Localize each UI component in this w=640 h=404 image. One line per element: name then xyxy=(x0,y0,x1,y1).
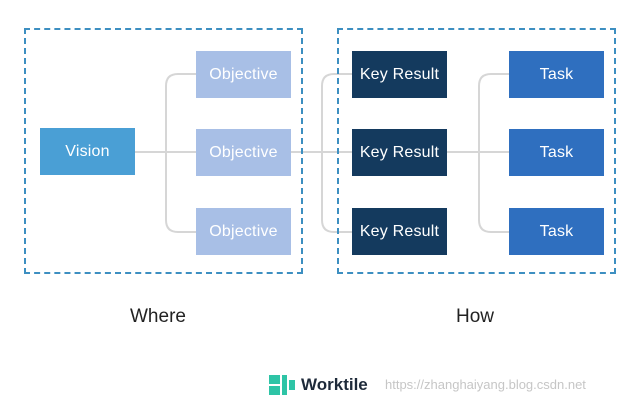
where-caption: Where xyxy=(130,306,186,327)
task-node: Task xyxy=(509,51,604,98)
objective-node: Objective xyxy=(196,208,291,255)
objective-bracket xyxy=(165,73,196,233)
keyresult-bracket xyxy=(321,73,352,233)
how-group-box xyxy=(337,28,616,274)
vision-node: Vision xyxy=(40,128,135,175)
objective-node: Objective xyxy=(196,51,291,98)
key-result-node: Key Result xyxy=(352,51,447,98)
task-bracket xyxy=(478,73,509,233)
task-node: Task xyxy=(509,129,604,176)
worktile-logo-icon xyxy=(269,375,295,395)
where-group-box xyxy=(24,28,303,274)
how-caption: How xyxy=(456,306,495,327)
objective-node: Objective xyxy=(196,129,291,176)
watermark-url: https://zhanghaiyang.blog.csdn.net xyxy=(385,377,586,392)
task-node: Task xyxy=(509,208,604,255)
worktile-logo: Worktile xyxy=(269,375,368,395)
logo-text: Worktile xyxy=(301,375,368,394)
key-result-node: Key Result xyxy=(352,208,447,255)
key-result-node: Key Result xyxy=(352,129,447,176)
